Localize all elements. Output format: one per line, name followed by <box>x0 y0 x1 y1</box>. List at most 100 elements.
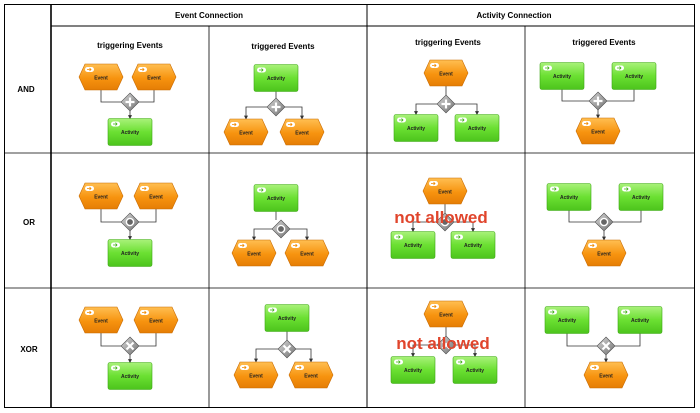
activity-arrow-icon <box>111 365 120 371</box>
event-arrow-icon <box>138 67 147 72</box>
activity-label: Activity <box>267 76 285 82</box>
connector <box>139 333 157 347</box>
event-arrow-icon <box>85 67 94 72</box>
event-arrow-icon <box>291 243 300 248</box>
connector <box>254 348 278 363</box>
connector <box>414 103 437 116</box>
event-label: Event <box>94 195 108 201</box>
event-arrow-icon <box>588 243 597 248</box>
event-node: Event <box>423 59 469 87</box>
event-node: Event <box>279 118 325 146</box>
event-arrow-icon <box>582 121 591 126</box>
activity-node: Activity <box>452 356 498 384</box>
activity-node: Activity <box>107 362 153 390</box>
event-arrow-icon <box>140 186 149 191</box>
gateway-or-icon <box>435 212 455 232</box>
event-node: Event <box>78 63 124 91</box>
event-node: Event <box>423 300 469 328</box>
activity-label: Activity <box>121 251 139 257</box>
event-node: Event <box>284 239 330 267</box>
event-arrow-icon <box>430 63 439 68</box>
header-activity-connection: Activity Connection <box>476 11 551 20</box>
connector <box>100 90 121 103</box>
event-node: Event <box>422 177 468 205</box>
activity-label: Activity <box>121 374 139 380</box>
event-arrow-icon <box>295 365 304 370</box>
activity-arrow-icon <box>543 65 552 71</box>
not-allowed-warning: not allowed <box>396 334 490 353</box>
activity-arrow-icon <box>622 186 631 192</box>
event-arrow-icon <box>590 365 599 370</box>
event-label: Event <box>300 252 314 258</box>
row-label-xor: XOR <box>20 345 38 354</box>
activity-arrow-icon <box>394 234 403 240</box>
event-node: Event <box>78 182 124 210</box>
event-arrow-icon <box>240 365 249 370</box>
column-subtitle: triggered Events <box>572 38 636 47</box>
connector <box>290 228 309 241</box>
activity-arrow-icon <box>257 67 266 73</box>
activity-label: Activity <box>631 318 649 324</box>
activity-node: Activity <box>264 304 310 332</box>
event-arrow-icon <box>230 122 239 127</box>
activity-node: Activity <box>393 114 439 142</box>
event-label: Event <box>94 319 108 325</box>
gateway-xor-icon <box>596 336 616 356</box>
connector <box>100 209 121 223</box>
event-label: Event <box>438 190 452 196</box>
connector <box>139 209 157 223</box>
connector <box>566 333 597 347</box>
activity-label: Activity <box>404 243 422 249</box>
event-arrow-icon <box>430 304 439 309</box>
gateway-and-icon <box>588 91 608 111</box>
activity-label: Activity <box>404 368 422 374</box>
gateway-and-icon <box>120 92 140 112</box>
gateway-xor-icon <box>120 336 140 356</box>
activity-node: Activity <box>617 306 663 334</box>
event-node: Event <box>223 118 269 146</box>
event-node: Event <box>131 63 177 91</box>
connector <box>613 210 642 223</box>
event-label: Event <box>147 76 161 82</box>
activity-node: Activity <box>544 306 590 334</box>
event-node: Event <box>575 117 621 145</box>
connector <box>615 333 641 347</box>
column-subtitle: triggering Events <box>415 38 481 47</box>
row-label-and: AND <box>17 85 35 94</box>
connector <box>244 106 267 120</box>
connector <box>454 221 475 233</box>
event-label: Event <box>597 252 611 258</box>
activity-node: Activity <box>390 356 436 384</box>
activity-label: Activity <box>558 318 576 324</box>
connector <box>607 89 635 102</box>
activity-arrow-icon <box>621 309 630 315</box>
event-arrow-icon <box>85 310 94 315</box>
gateway-and-icon <box>266 97 286 117</box>
table-grid <box>4 4 695 408</box>
event-label: Event <box>94 76 108 82</box>
connector <box>285 106 304 120</box>
event-label: Event <box>599 374 613 380</box>
activity-arrow-icon <box>257 187 266 193</box>
event-label: Event <box>239 131 253 137</box>
activity-arrow-icon <box>111 121 120 127</box>
gateway-or-icon <box>594 212 614 232</box>
header-event-connection: Event Connection <box>175 11 243 20</box>
not-allowed-warning: not allowed <box>394 208 488 227</box>
activity-node: Activity <box>390 231 436 259</box>
event-arrow-icon <box>286 122 295 127</box>
activity-label: Activity <box>407 126 425 132</box>
gateway-or-icon <box>120 212 140 232</box>
event-label: Event <box>439 313 453 319</box>
activity-label: Activity <box>468 126 486 132</box>
event-node: Event <box>288 361 334 389</box>
activity-arrow-icon <box>268 307 277 313</box>
connector <box>561 89 589 102</box>
event-label: Event <box>149 319 163 325</box>
event-node: Event <box>133 306 179 334</box>
activity-arrow-icon <box>550 186 559 192</box>
connector <box>455 344 477 358</box>
activity-label: Activity <box>466 368 484 374</box>
